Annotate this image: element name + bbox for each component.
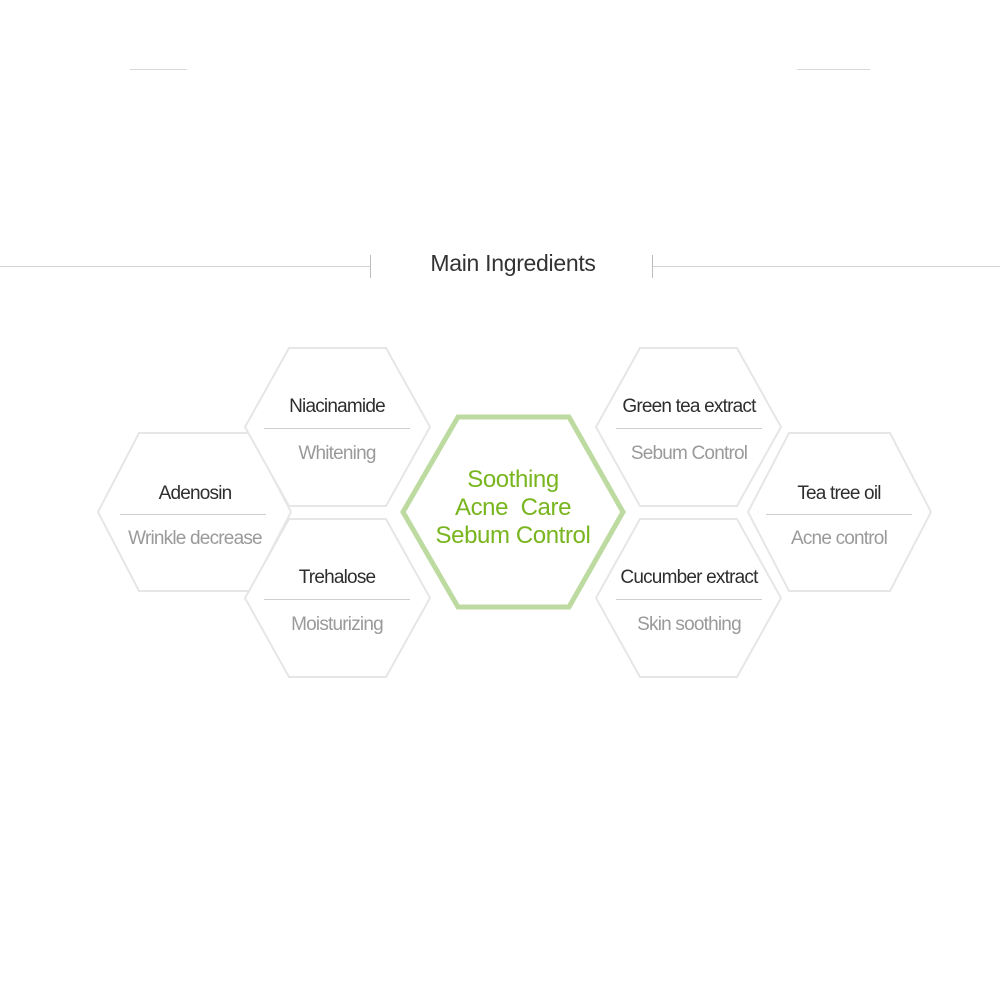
center-benefits: Soothing Acne Care Sebum Control: [400, 466, 626, 550]
hex-divider-green-tea-extract: [616, 428, 762, 429]
title-left-rule: [0, 266, 370, 267]
top-right-rule: [797, 69, 870, 70]
hex-divider-adenosin: [120, 514, 266, 515]
ingredient-benefit-trehalose: Moisturizing: [291, 614, 384, 635]
hexagon-adenosin: [96, 432, 293, 592]
center-line-sebum-control: Sebum Control: [435, 522, 591, 549]
center-line-soothing: Soothing: [467, 466, 559, 493]
hexagon-trehalose: [243, 518, 432, 678]
ingredient-name-tea-tree-oil: Tea tree oil: [797, 483, 881, 504]
hex-divider-niacinamide: [264, 428, 410, 429]
ingredient-name-green-tea-extract: Green tea extract: [622, 396, 756, 417]
hex-divider-tea-tree-oil: [766, 514, 912, 515]
title-right-tick: [652, 255, 653, 278]
title-right-rule: [653, 266, 1000, 267]
ingredient-benefit-tea-tree-oil: Acne control: [790, 528, 888, 549]
ingredient-name-cucumber-extract: Cucumber extract: [620, 567, 758, 588]
ingredient-benefit-cucumber-extract: Skin soothing: [637, 614, 741, 635]
ingredient-name-niacinamide: Niacinamide: [289, 396, 386, 417]
hexagon-tea-tree-oil: [746, 432, 933, 592]
ingredient-benefit-adenosin: Wrinkle decrease: [128, 528, 262, 549]
ingredient-name-trehalose: Trehalose: [298, 567, 376, 588]
title-left-tick: [370, 255, 371, 278]
ingredient-name-adenosin: Adenosin: [158, 483, 233, 504]
top-left-rule: [130, 69, 187, 70]
hexagon-green-tea-extract: [594, 347, 783, 507]
section-title: Main Ingredients: [430, 250, 596, 276]
center-line-acne-care: Acne Care: [454, 494, 572, 521]
hexagon-center: [400, 414, 626, 610]
ingredient-benefit-niacinamide: Whitening: [298, 443, 376, 464]
hexagon-niacinamide: [243, 347, 432, 507]
hex-divider-trehalose: [264, 599, 410, 600]
hex-divider-cucumber-extract: [616, 599, 762, 600]
hexagon-cucumber-extract: [594, 518, 783, 678]
ingredient-benefit-green-tea-extract: Sebum Control: [630, 443, 748, 464]
